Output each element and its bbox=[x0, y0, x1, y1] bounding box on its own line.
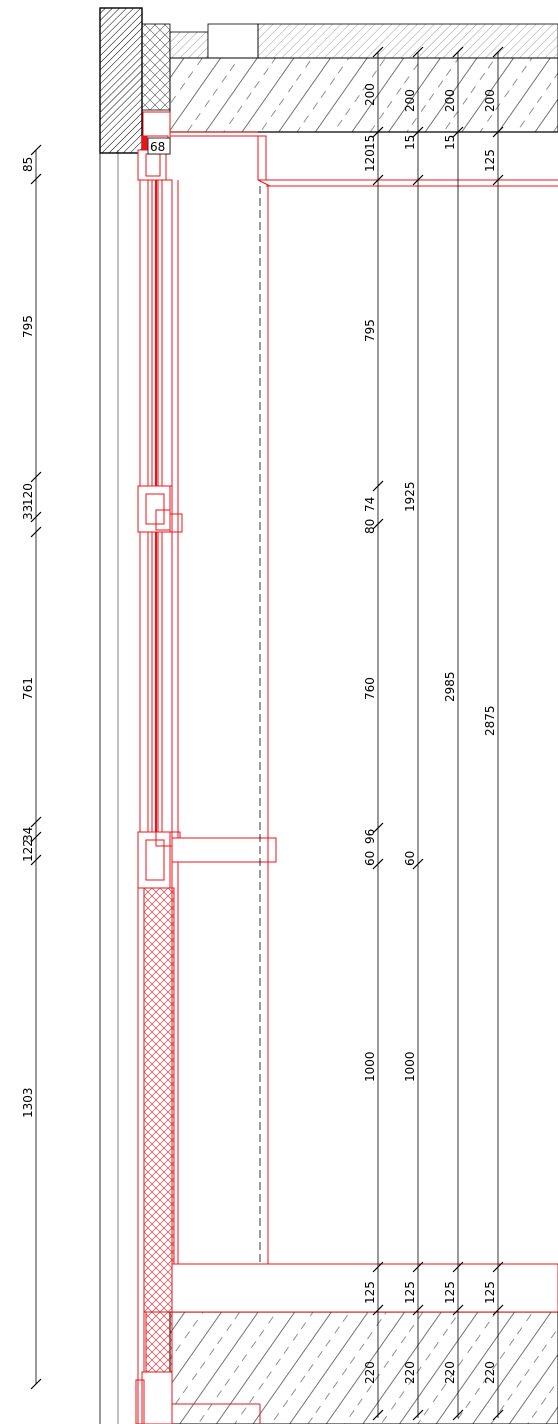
dim-c2-lower: 1000 bbox=[403, 1051, 417, 1082]
dim-c4-a: 125 bbox=[483, 149, 497, 172]
dim-left-panel: 1303 bbox=[21, 1087, 35, 1118]
dim-left-mid-b: 120 bbox=[21, 483, 35, 506]
dim-c3-a: 15 bbox=[443, 135, 457, 150]
dim-left-top: 85 bbox=[21, 157, 35, 172]
left-dimension-labels: 85 795 33 120 761 122 34 1303 bbox=[21, 157, 35, 1118]
dim-left-upper-sash: 795 bbox=[21, 315, 35, 338]
dim-left-trans-a: 122 bbox=[21, 839, 35, 862]
dim-c1-c: 80 bbox=[363, 519, 377, 534]
col1-dimension-labels: 200 120 15 795 80 74 760 60 96 1000 125 … bbox=[363, 83, 377, 1384]
dim-c2-slab-bottom: 220 bbox=[403, 1361, 417, 1384]
interior-dashed-line bbox=[259, 186, 269, 1264]
dim-c4-total: 2875 bbox=[483, 705, 497, 736]
dim-c2-c: 125 bbox=[403, 1281, 417, 1304]
window-frame bbox=[135, 111, 558, 1424]
dimension-ticks bbox=[30, 46, 504, 1421]
dim-c1-d: 74 bbox=[363, 497, 377, 512]
col4-dimension-labels: 200 125 2875 125 220 bbox=[483, 89, 497, 1384]
dim-c1-g: 125 bbox=[363, 1281, 377, 1304]
dim-c3-total: 2985 bbox=[443, 671, 457, 702]
dim-c3-slab-top: 200 bbox=[443, 89, 457, 112]
dim-c1-middle: 760 bbox=[363, 677, 377, 700]
dim-c1-a: 120 bbox=[363, 149, 377, 172]
dim-c1-slab-top: 200 bbox=[363, 83, 377, 106]
dim-left-lower-sash: 761 bbox=[21, 677, 35, 700]
dim-c2-a: 15 bbox=[403, 135, 417, 150]
dim-c1-slab-bottom: 220 bbox=[363, 1361, 377, 1384]
dim-c2-upper: 1925 bbox=[403, 481, 417, 512]
col3-dimension-labels: 200 15 2985 125 220 bbox=[443, 89, 457, 1384]
bead-label: 68 bbox=[150, 140, 165, 154]
dim-c1-lower: 1000 bbox=[363, 1051, 377, 1082]
dim-c2-slab-top: 200 bbox=[403, 89, 417, 112]
bottom-slab-body bbox=[169, 1311, 558, 1424]
dimension-lines bbox=[35, 52, 499, 1418]
dim-c4-slab-top: 200 bbox=[483, 89, 497, 112]
dim-left-mid-a: 33 bbox=[21, 505, 35, 520]
dim-c1-b: 15 bbox=[363, 135, 377, 150]
lintel-block bbox=[99, 7, 558, 154]
dim-left-trans-b: 34 bbox=[21, 827, 35, 842]
reference-lines bbox=[99, 150, 119, 1424]
col2-dimension-labels: 200 15 1925 60 1000 125 220 bbox=[403, 89, 417, 1384]
dim-c4-slab-bottom: 220 bbox=[483, 1361, 497, 1384]
dim-c4-c: 125 bbox=[483, 1281, 497, 1304]
dim-c2-b: 60 bbox=[403, 851, 417, 866]
dim-c1-e: 60 bbox=[363, 851, 377, 866]
top-slab bbox=[169, 57, 558, 133]
dim-c1-f: 96 bbox=[363, 829, 377, 844]
dim-c1-upper: 795 bbox=[363, 319, 377, 342]
bead-dimension: 68 bbox=[147, 137, 171, 155]
dim-c3-slab-bottom: 220 bbox=[443, 1361, 457, 1384]
dim-c3-c: 125 bbox=[443, 1281, 457, 1304]
